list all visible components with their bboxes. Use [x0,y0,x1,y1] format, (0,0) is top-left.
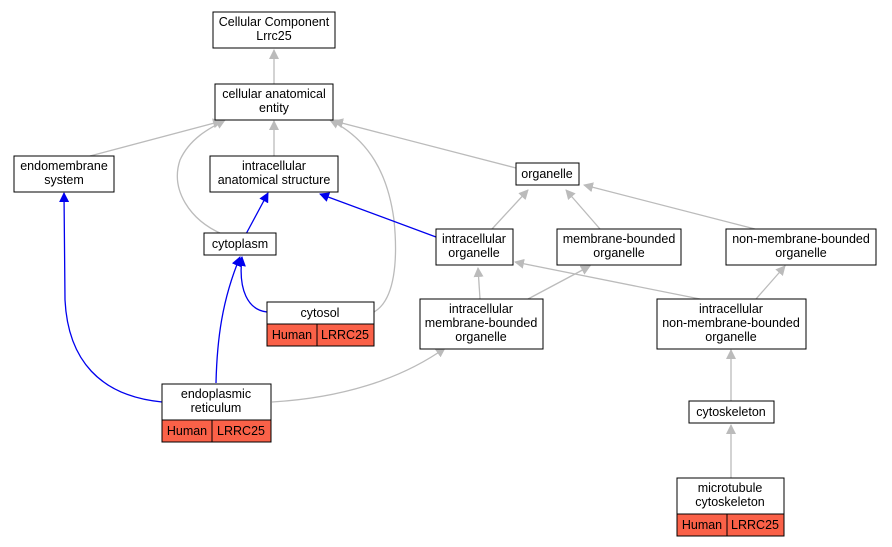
node-label-line: organelle [775,246,826,260]
node-non-membrane-bounded-organelle[interactable]: non-membrane-bounded organelle [725,228,877,266]
node-cellular-anatomical-entity[interactable]: cellular anatomical entity [214,83,334,121]
node-cytoskeleton[interactable]: cytoskeleton [688,400,775,424]
node-label-line: organelle [593,246,644,260]
node-label-line: intracellular [699,302,763,316]
node-endoplasmic-reticulum[interactable]: endoplasmic reticulum Human LRRC25 [161,383,272,443]
annotation-gene: LRRC25 [217,424,265,438]
node-label-line: membrane-bounded [425,316,538,330]
node-label-line: organelle [455,330,506,344]
edge-cytosol-to-entity [329,119,397,313]
node-intracellular-non-membrane-bounded-organelle[interactable]: intracellular non-membrane-bounded organ… [656,298,807,350]
node-label-line: organelle [705,330,756,344]
node-label-line: anatomical structure [218,173,331,187]
node-label-line: intracellular [449,302,513,316]
node-endomembrane-system[interactable]: endomembrane system [13,155,115,193]
node-label-line: cytosol [301,306,340,320]
node-cytoplasm[interactable]: cytoplasm [203,232,277,256]
edge-cytosol-to-cytoplasm [235,256,268,313]
node-label-line: non-membrane-bounded [662,316,800,330]
edge-er-to-endomembrane [59,192,163,403]
annotation-gene-cell [211,419,272,443]
annotation-species: Human [272,328,312,342]
node-membrane-bounded-organelle[interactable]: membrane-bounded organelle [556,228,682,266]
annotation-gene-cell [726,513,785,537]
annotation-species: Human [167,424,207,438]
graph-edges [59,49,786,478]
annotation-species: Human [682,518,722,532]
node-label-line: organelle [521,167,572,181]
node-label-line: microtubule [698,481,763,495]
node-intracellular-anatomical-structure[interactable]: intracellular anatomical structure [209,155,339,193]
node-label-line: intracellular [242,159,306,173]
node-label-line: non-membrane-bounded [732,232,870,246]
edge-organelle-to-entity [333,118,517,169]
node-label-line: system [44,173,84,187]
edge-imbo-to-membrane-bounded [527,265,591,300]
edge-cytoplasm-to-entity [176,119,226,235]
edge-inmbo-to-non-membrane-bounded [755,265,786,300]
edge-intracellular-organelle-to-organelle [491,189,529,230]
node-label-line: organelle [448,246,499,260]
edge-membrane-bounded-to-organelle [565,189,601,230]
node-label-line: endoplasmic [181,387,251,401]
node-label-line: cytoplasm [212,237,268,251]
edge-non-membrane-bounded-to-organelle [583,182,756,230]
node-label-line: intracellular [442,232,506,246]
node-label-line: Lrrc25 [256,29,291,43]
edge-imbo-to-intracellular-organelle [473,267,484,300]
annotation-gene-cell [316,323,375,347]
annotation-gene: LRRC25 [731,518,779,532]
node-label-line: Cellular Component [219,15,330,29]
node-root-cellular-component[interactable]: Cellular Component Lrrc25 [212,11,336,49]
node-label-line: membrane-bounded [563,232,676,246]
edge-endomembrane-to-entity [89,118,223,157]
node-label-line: entity [259,101,290,115]
annotation-gene: LRRC25 [321,328,369,342]
edge-er-to-imbo [271,347,446,403]
edge-cytoplasm-to-intracellular-structure [245,192,269,235]
node-organelle[interactable]: organelle [515,162,580,186]
node-label-line: cellular anatomical [222,87,326,101]
node-intracellular-membrane-bounded-organelle[interactable]: intracellular membrane-bounded organelle [419,298,544,350]
edge-intracellular-organelle-to-structure [319,192,437,238]
node-intracellular-organelle[interactable]: intracellular organelle [435,228,514,266]
edge-inmbo-to-intracellular-organelle [514,258,701,300]
graph-nodes: Cellular Component Lrrc25 cellular anato… [13,11,877,537]
node-microtubule-cytoskeleton[interactable]: microtubule cytoskeleton Human LRRC25 [676,477,785,537]
node-label-line: reticulum [191,401,242,415]
edge-er-to-cytoplasm [215,256,242,384]
node-label-line: cytoskeleton [695,495,765,509]
node-label-line: cytoskeleton [696,405,766,419]
node-label-line: endomembrane [20,159,108,173]
node-cytosol[interactable]: cytosol Human LRRC25 [266,301,375,347]
